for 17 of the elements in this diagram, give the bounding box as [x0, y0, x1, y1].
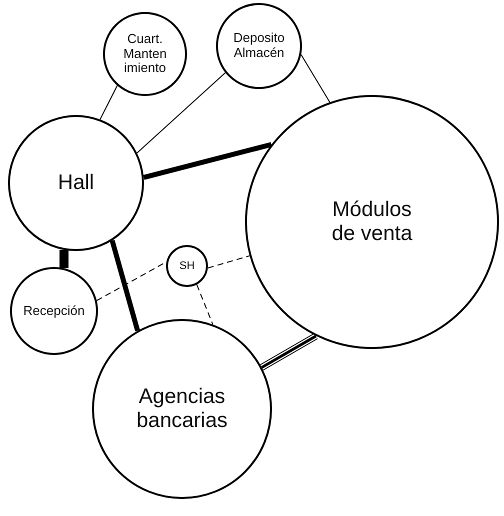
connector-line — [300, 54, 330, 103]
connector-line — [136, 72, 226, 154]
room-label: Módulos de venta — [330, 198, 414, 246]
room-label: Deposito Almacén — [232, 31, 286, 61]
room-label: Recepción — [23, 304, 85, 318]
room-label: Cuart. Manten imiento — [122, 32, 168, 76]
connector-line — [100, 85, 118, 120]
connector-line — [60, 250, 68, 268]
room-label: Hall — [58, 170, 94, 196]
dashed-line — [207, 255, 250, 268]
room-label: SH — [179, 260, 195, 272]
connector-line — [143, 142, 272, 180]
dashed-line — [196, 284, 214, 325]
connector-line — [110, 240, 140, 332]
room-label: Agencias bancarias — [135, 384, 229, 434]
room-circle — [166, 245, 208, 287]
double-line — [260, 332, 318, 370]
